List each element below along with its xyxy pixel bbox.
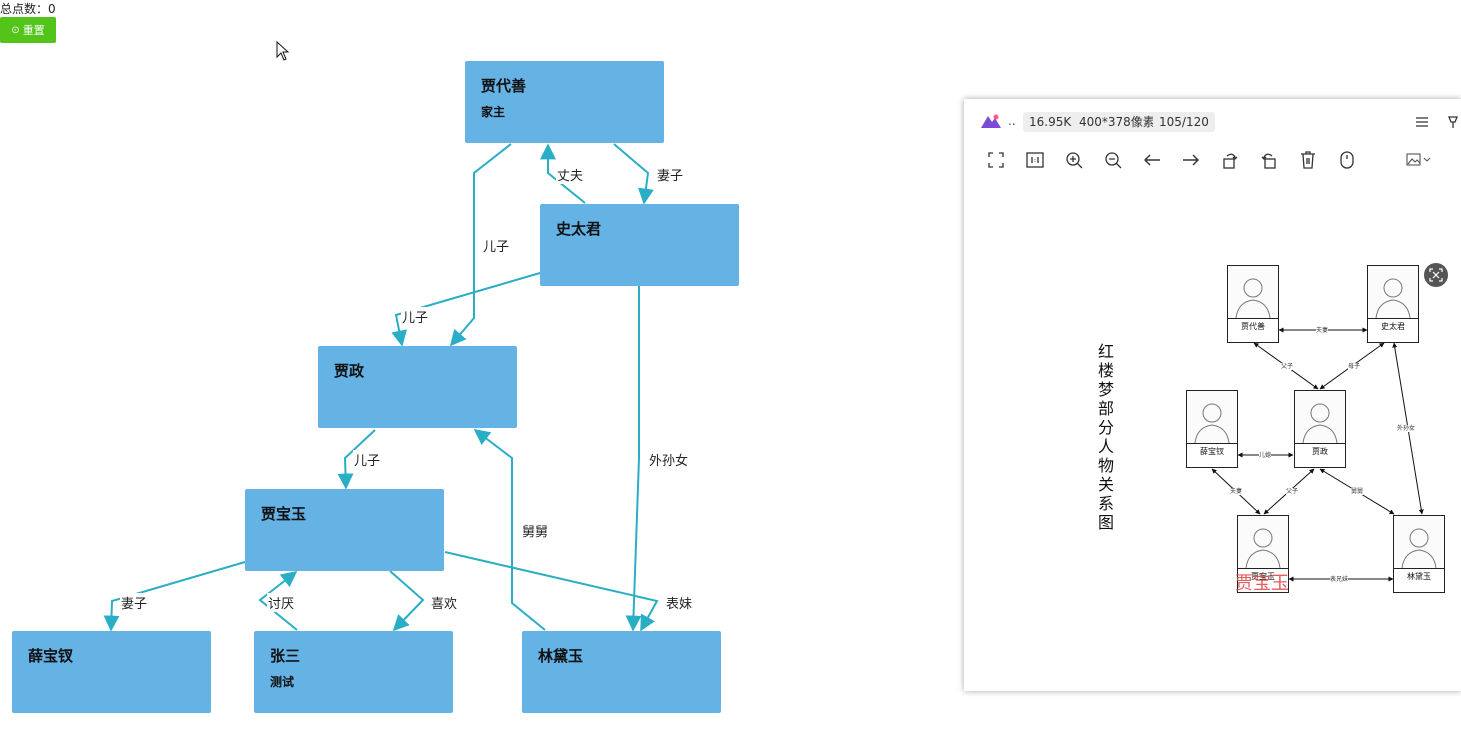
person-name: 林黛玉 (1407, 572, 1431, 581)
edge-taoyan[interactable] (258, 571, 298, 631)
node-jiabaoyu[interactable]: 贾宝玉 (245, 489, 444, 571)
person-avatar-icon (1228, 266, 1278, 319)
ocr-scan-button[interactable] (1424, 263, 1448, 287)
app-logo-icon (981, 114, 1001, 128)
edge-son-mid[interactable] (391, 272, 541, 347)
edge-label-waisunnv: 外孙女 (648, 450, 690, 469)
image-viewer-window[interactable]: .. 16.95K 400*378像素 105/120 (964, 99, 1461, 691)
rel-label-biaoxiongmei: 表兄妹 (1330, 576, 1349, 583)
mouse-icon[interactable] (1336, 149, 1358, 171)
person-box-shitaijun: 史太君 (1367, 265, 1419, 343)
image-title: 红楼梦部分人物关系图 (1097, 342, 1114, 532)
person-avatar-icon (1187, 391, 1237, 444)
rel-label-muzi: 母子 (1348, 363, 1361, 370)
node-name: 贾代善 (481, 77, 527, 95)
person-box-lindaiyu: 林黛玉 (1393, 515, 1445, 593)
rel-label-fuzi2: 父子 (1286, 488, 1299, 495)
image-menu-icon[interactable] (1404, 149, 1434, 171)
edge-label-husband: 丈夫 (556, 165, 585, 184)
edge-label-xihuan: 喜欢 (430, 593, 459, 612)
zoom-out-icon[interactable] (1102, 149, 1124, 171)
page-counter-badge: 105/120 (1153, 112, 1215, 132)
file-size-badge: 16.95K (1023, 112, 1078, 132)
menu-icon[interactable] (1411, 111, 1433, 133)
edge-son-left[interactable] (449, 143, 512, 347)
pin-icon[interactable] (1442, 111, 1461, 133)
edge-label-wife-top: 妻子 (656, 165, 685, 184)
edge-label-son-left: 儿子 (482, 236, 511, 255)
mouse-cursor-icon (276, 41, 290, 61)
node-lindaiyu[interactable]: 林黛玉 (522, 631, 721, 713)
node-subtitle: 家主 (481, 105, 506, 119)
person-name: 薛宝钗 (1200, 447, 1224, 456)
graph-edges (103, 143, 659, 632)
edge-husband[interactable] (540, 143, 586, 204)
edge-xihuan[interactable] (389, 570, 425, 632)
node-jiadaishan[interactable]: 贾代善 家主 (465, 61, 664, 143)
edge-wife-bottom[interactable] (103, 561, 246, 632)
edge-son-bottom[interactable] (337, 429, 376, 490)
dimensions-badge: 400*378像素 (1073, 112, 1161, 132)
edge-label-biaomei: 表妹 (665, 593, 694, 612)
node-jiazheng[interactable]: 贾政 (318, 346, 517, 428)
rel-label-jiujiu: 舅舅 (1351, 488, 1364, 495)
next-icon[interactable] (1180, 149, 1202, 171)
person-name: 贾宝玉 (1251, 572, 1275, 581)
person-box-jiadaishan: 贾代善 (1227, 265, 1279, 343)
total-points-label: 总点数：0 (0, 2, 56, 16)
person-name: 贾代善 (1241, 322, 1265, 331)
edge-label-son-bottom: 儿子 (353, 450, 382, 469)
prev-icon[interactable] (1141, 149, 1163, 171)
overlay-red-text: 贾宝玉 (1235, 573, 1289, 594)
person-avatar-icon (1368, 266, 1418, 319)
node-name: 贾宝玉 (261, 505, 307, 523)
rel-label-erxi: 儿媳 (1259, 452, 1272, 459)
zoom-in-icon[interactable] (1063, 149, 1085, 171)
node-xuebaochai[interactable]: 薛宝钗 (12, 631, 211, 713)
person-box-xuebaochai: 薛宝钗 (1186, 390, 1238, 468)
edge-label-son-mid: 儿子 (401, 307, 430, 326)
delete-icon[interactable] (1297, 149, 1319, 171)
person-avatar-icon (1394, 516, 1444, 569)
rel-label-waisunnv: 外孙女 (1397, 425, 1416, 432)
rel-label-fuzi: 父子 (1281, 363, 1294, 370)
edge-label-taoyan: 讨厌 (267, 593, 296, 612)
fullscreen-icon[interactable] (985, 149, 1007, 171)
rel-label-fuqi-bottom: 夫妻 (1230, 488, 1243, 495)
edge-biaomei[interactable] (444, 551, 659, 632)
edge-wife-top[interactable] (613, 143, 654, 205)
node-subtitle: 测试 (270, 675, 295, 689)
reset-icon: ⊙ (11, 24, 20, 36)
person-box-jiabaoyu: 贾宝玉 (1237, 515, 1289, 593)
rotate-left-icon[interactable] (1219, 149, 1241, 171)
actual-size-icon[interactable] (1024, 149, 1046, 171)
scan-icon (1429, 268, 1443, 282)
node-name: 贾政 (334, 362, 365, 380)
rel-label-fuqi-top: 夫妻 (1316, 327, 1329, 334)
person-name: 史太君 (1381, 322, 1405, 331)
person-name: 贾政 (1312, 447, 1328, 456)
person-box-jiazheng: 贾政 (1294, 390, 1346, 468)
person-avatar-icon (1238, 516, 1288, 569)
reset-button-label: 重置 (22, 24, 45, 37)
node-zhangsan[interactable]: 张三 测试 (254, 631, 453, 713)
rotate-right-icon[interactable] (1258, 149, 1280, 171)
edge-label-wife-bottom: 妻子 (120, 593, 149, 612)
reset-button[interactable]: ⊙ 重置 (0, 17, 56, 43)
node-name: 薛宝钗 (28, 647, 74, 665)
edge-waisunnv[interactable] (625, 286, 642, 632)
node-name: 史太君 (556, 220, 602, 238)
viewer-filename: .. (1008, 114, 1016, 128)
person-avatar-icon (1295, 391, 1345, 444)
node-name: 张三 (270, 647, 301, 665)
node-shitaijun[interactable]: 史太君 (540, 204, 739, 286)
edge-jiujiu[interactable] (473, 429, 546, 631)
node-name: 林黛玉 (538, 647, 584, 665)
edge-label-jiujiu: 舅舅 (521, 521, 550, 540)
